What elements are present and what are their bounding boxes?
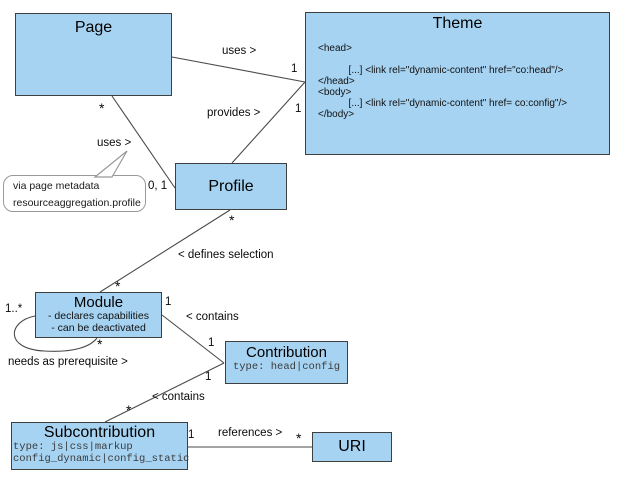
multiplicity-module-1-n: 1..* [5,303,23,315]
label-uses-page-theme: uses > [222,45,257,57]
multiplicity-loop-star: * [97,336,103,352]
module-capabilities: - declares capabilities - can be deactiv… [48,310,149,334]
class-title-theme: Theme [432,15,483,32]
multiplicity-subcontribution-1: 1 [188,429,195,441]
multiplicity-profile-theme-1: 1 [295,103,302,115]
multiplicity-profile-star: * [229,212,235,228]
note-bubble-tail [93,150,128,178]
label-uses-page-profile: uses > [97,137,132,149]
label-contains-module-contribution: < contains [186,311,239,323]
class-title-module: Module [73,294,124,311]
theme-markup-sample: <head> [...] <link rel="dynamic-content"… [318,43,568,120]
multiplicity-uri-star: * [296,430,302,446]
association-page-theme [171,56,306,83]
class-box-subcontribution: Subcontribution type: js|css|markup conf… [11,422,190,470]
subcontribution-type: type: js|css|markup config_dynamic|confi… [13,441,190,465]
class-box-profile: Profile [175,163,287,210]
class-title-contribution: Contribution [246,344,327,361]
contribution-type: type: head|config [232,361,341,373]
multiplicity-profile-0-1: 0, 1 [148,180,168,192]
label-defines-selection: < defines selection [178,249,274,261]
class-box-uri: URI [312,432,392,462]
multiplicity-module-contribution-1: 1 [165,296,172,308]
label-needs-as-prerequisite: needs as prerequisite > [8,356,128,368]
label-provides: provides > [207,107,261,119]
multiplicity-page-star: * [99,100,105,116]
class-box-page: Page [15,13,172,96]
multiplicity-module-star: * [115,278,121,294]
class-title-page: Page [74,19,113,36]
class-title-profile: Profile [208,177,254,195]
label-contains-contribution-subcontribution: < contains [152,391,205,403]
multiplicity-contribution-lower-1: 1 [205,371,212,383]
class-title-subcontribution: Subcontribution [43,424,156,441]
class-box-module: Module - declares capabilities - can be … [35,292,162,338]
class-box-contribution: Contribution type: head|config [225,341,348,384]
label-references: references > [218,427,283,439]
multiplicity-page-theme-1: 1 [291,63,298,75]
association-profile-theme [231,81,306,164]
multiplicity-subcontribution-star: * [126,402,132,418]
note-bubble: via page metadata resourceaggregation.pr… [3,175,146,212]
multiplicity-contribution-upper-1: 1 [208,337,215,349]
class-box-theme: Theme <head> [...] <link rel="dynamic-co… [305,12,610,155]
class-title-uri: URI [338,438,366,455]
